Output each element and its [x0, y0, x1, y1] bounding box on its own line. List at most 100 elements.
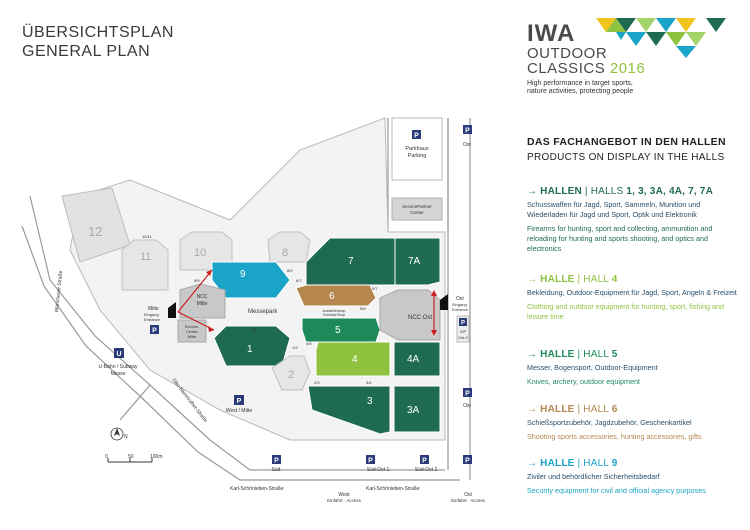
hall-1-label: 1 [247, 344, 253, 355]
hall-3a-label: 3A [407, 405, 420, 416]
brand-line1: OUTDOOR [527, 45, 608, 62]
page-title: ÜBERSICHTSPLAN [22, 24, 174, 41]
passage-2-3: 2/3 [314, 380, 320, 385]
hall-11[interactable] [121, 239, 169, 291]
category-description-en: Clothing and outdoor equipment for hunti… [527, 302, 724, 321]
parking-icon-west [234, 395, 244, 405]
label-west-mitte: West / Mitte [226, 408, 253, 414]
products-title: DAS FACHANGEBOT IN DEN HALLEN [527, 136, 726, 148]
brand-logo-triangles [596, 18, 726, 58]
category-heading: → HALLE | HALL 6 [527, 404, 618, 415]
route-arrows [177, 269, 435, 334]
passage-5-9: 5/9 [194, 278, 200, 283]
parking-letter: P [152, 328, 157, 335]
label-entrance-ost: Entrance [452, 307, 469, 312]
category-hall-9: → HALLE | HALL 9 Ziviler und behördliche… [527, 458, 742, 496]
hall-3[interactable] [307, 385, 391, 435]
label-exhibitorshop: ExhibitorShop [323, 313, 345, 317]
hall-1[interactable] [213, 325, 291, 367]
label-ost-einfahrt: Ost [464, 492, 472, 498]
service-center-mitte[interactable] [177, 319, 207, 343]
hall-2-label: 2 [288, 369, 294, 381]
label-service-center: Service- [185, 324, 200, 329]
hall-5-label: 5 [335, 325, 341, 336]
parking-icon [412, 130, 421, 139]
north-arrow: N [110, 427, 128, 441]
parking-icon-vip [459, 318, 467, 326]
parking-letter: P [237, 398, 242, 405]
category-heading: → HALLE | HALL 5 [527, 349, 618, 360]
category-description-de: Ziviler und behördlicher Sicherheitsbeda… [527, 472, 660, 481]
hall-10[interactable] [179, 231, 233, 271]
label-ncc-ost: NCC Ost [408, 315, 432, 321]
parkhaus-building [391, 117, 443, 181]
label-einfahrt-access-2: Einfahrt · Access [451, 498, 486, 503]
parking-letter: P [274, 458, 279, 465]
hall-11-label: 11 [140, 251, 151, 263]
subway-letter: U [116, 351, 121, 358]
label-servicepartner-center: Center [410, 210, 424, 215]
label-mitte-entrance: Mitte [148, 306, 159, 312]
hall-8[interactable] [267, 231, 311, 263]
label-muenchener-strasse: Münchener Straße [54, 270, 64, 312]
label-servicepartner: ServicePartner [402, 204, 432, 209]
label-service-center-mitte: Mitte [188, 334, 197, 339]
category-heading: → HALLE | HALL 9 [527, 458, 618, 469]
subway-icon [114, 348, 124, 358]
category-description-en: Knives, archery, outdoor equipment [527, 377, 640, 386]
passage-5-1: 5/1 [251, 327, 257, 332]
hall-4a[interactable] [393, 341, 441, 377]
parking-letter: P [422, 458, 427, 465]
category-description-de: Messer, Bogensport, Outdoor-Equipment [527, 363, 658, 372]
category-hall-6: → HALLE | HALL 6 Schießsportzubehör, Jag… [527, 404, 742, 442]
hall-2[interactable] [271, 355, 311, 391]
hall-7a[interactable] [394, 237, 441, 286]
label-vip: VIP [460, 329, 467, 334]
label-sued: Süd [272, 467, 281, 473]
label-sued-ost2: Süd-Ost 2 [415, 467, 438, 473]
category-description-en: Firearms for hunting, sport and collecti… [527, 224, 713, 253]
hall-7-label: 7 [348, 256, 354, 267]
products-subtitle: PRODUCTS ON DISPLAY IN THE HALLS [527, 152, 725, 163]
label-ost-entrance: Ost [456, 296, 464, 302]
hall-6[interactable] [295, 284, 377, 307]
hall-3a[interactable] [393, 385, 441, 433]
category-description-en: Security equipment for civil and officia… [527, 486, 706, 495]
scale-100: 100m [150, 454, 163, 460]
category-description-de: Schießsportzubehör, Jagdzubehör, Geschen… [527, 418, 692, 427]
category-description-en: Shooting sports accessories, hunting acc… [527, 432, 702, 441]
passage-5-6: 5/6 [360, 306, 366, 311]
parking-icon-ost [463, 125, 472, 134]
passage-4-5: 4/5 [306, 341, 312, 346]
label-karl-schoenleben-1: Karl-Schönleben-Straße [230, 486, 284, 492]
hall-9[interactable] [211, 261, 291, 299]
label-messe: Messe [111, 371, 126, 377]
passage-6-7: 6/7 [296, 278, 302, 283]
label-ost-top: Ost [463, 142, 471, 148]
ncc-ost-building[interactable] [379, 289, 441, 341]
label-karl-schoenleben-2: Karl-Schönleben-Straße [366, 486, 420, 492]
category-hall-5: → HALLE | HALL 5 Messer, Bogensport, Out… [527, 349, 742, 387]
passage-labels: 5/1 1/2 4/5 2/3 3/4 5/6 6/7 5/7 8/9 5/9 … [142, 234, 378, 385]
label-messepark: Messepark [248, 309, 278, 315]
label-eingang: Eingang [144, 312, 159, 317]
category-description-de: Schusswaffen für Jagd, Sport, Sammeln, M… [527, 200, 701, 219]
label-ausstellershop: Ausstellershop [323, 309, 346, 313]
hall-9-label: 9 [240, 269, 246, 280]
hall-4[interactable] [315, 341, 391, 377]
hall-4a-label: 4A [407, 354, 420, 365]
category-heading: → HALLEN | HALLS 1, 3, 3A, 4A, 7, 7A [527, 186, 713, 197]
parking-letter: P [465, 128, 470, 135]
category-description-de: Bekleidung, Outdoor-Equipment für Jagd, … [527, 288, 737, 297]
scale-50: 50 [128, 454, 134, 460]
parking-icon-sued-ost1 [366, 455, 375, 464]
category-hall-4: → HALLE | HALL 4 Bekleidung, Outdoor-Equ… [527, 274, 742, 322]
hall-5[interactable] [301, 317, 381, 343]
passage-8-9: 8/9 [287, 268, 293, 273]
category-prefix: → HALLEN [527, 186, 582, 197]
brand-year: 2016 [609, 60, 646, 77]
hall-3-label: 3 [367, 396, 373, 407]
label-eingang-ost: Eingang [452, 302, 467, 307]
parking-icon-sued [272, 455, 281, 464]
scale-bar: 0 50 100m [105, 454, 163, 463]
